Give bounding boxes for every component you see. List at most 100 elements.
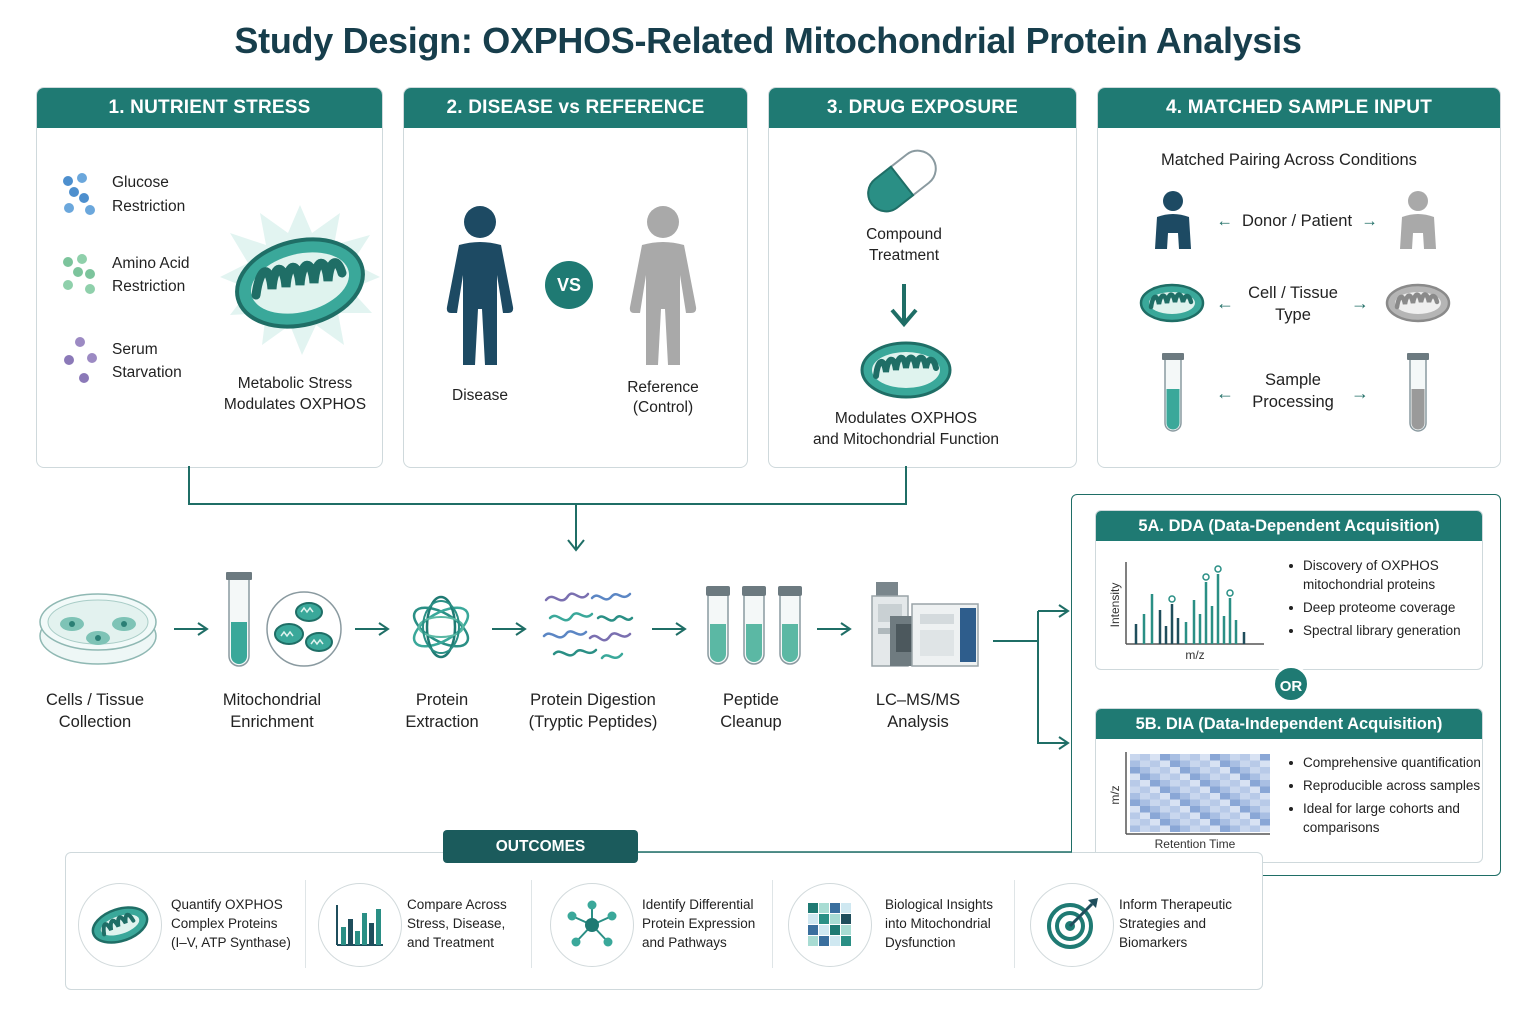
outcome-line: Strategies and [1119, 916, 1207, 931]
mitochondrion-icon [91, 906, 149, 944]
heatmap-cell [1160, 825, 1170, 832]
heatmap-cell [1180, 799, 1190, 806]
heatmap-cell [1140, 799, 1150, 806]
workflow-arrow-5 [817, 622, 852, 636]
heatmap-cell [1260, 786, 1270, 793]
dia-bullet: Ideal for large cohorts and comparisons [1289, 799, 1481, 837]
heatmap-cell [1260, 793, 1270, 800]
heatmap-cell [1220, 754, 1230, 761]
tube-grey-icon [1407, 353, 1429, 432]
outcome-line: Compare Across [407, 897, 507, 912]
heatmap-cell [1260, 760, 1270, 767]
metabolic-caption-1: Metabolic Stress [237, 375, 353, 392]
step-line1: Peptide [723, 691, 779, 709]
mitochondrion-small-icon [1139, 283, 1205, 323]
heatmap-cell [1170, 754, 1180, 761]
heatmap-cell [1150, 793, 1160, 800]
step-line1: Mitochondrial [222, 691, 322, 709]
outcome-line: Inform Therapeutic [1119, 897, 1233, 912]
heatmap-cell [1170, 786, 1180, 793]
heatmap-cell [1240, 754, 1250, 761]
heatmap-cell [1130, 825, 1140, 832]
heatmap-cell [1130, 799, 1140, 806]
reference-label-1: Reference [627, 379, 699, 396]
heatmap-cell [1160, 806, 1170, 813]
heatmap-cell [1130, 780, 1140, 787]
heatmap-cell [1140, 825, 1150, 832]
heatmap-cell [1200, 825, 1210, 832]
heatmap-cell [1230, 825, 1240, 832]
heatmap-cell [1180, 760, 1190, 767]
heatmap-icon [808, 903, 851, 946]
capsule-icon [867, 149, 937, 213]
heatmap-cell [1250, 793, 1260, 800]
tube-teal-icon [1162, 353, 1184, 432]
dda-heading: 5A. DDA (Data-Dependent Acquisition) [1096, 511, 1482, 541]
dda-bullet: Discovery of OXPHOS mitochondrial protei… [1289, 556, 1479, 594]
heatmap-cell [1210, 819, 1220, 826]
outcome-line: Protein Expression [642, 916, 756, 931]
acquisition-frame [1071, 494, 1501, 876]
heatmap-cell [1160, 754, 1170, 761]
left-arrow-icon: ← [1216, 212, 1233, 230]
heatmap-cell [1150, 773, 1160, 780]
dia-heatmap-chart [1125, 752, 1270, 835]
heatmap-cell [1240, 780, 1250, 787]
right-arrow-icon: → [1361, 212, 1378, 230]
down-arrow-icon [890, 284, 918, 328]
heatmap-cell [1170, 767, 1180, 774]
heatmap-cell [1200, 786, 1210, 793]
heatmap-cell [1220, 825, 1230, 832]
outcome-divider [1014, 880, 1015, 968]
panel-heading: 1. NUTRIENT STRESS [37, 88, 382, 128]
heatmap-cell [1130, 773, 1140, 780]
heatmap-cell [1150, 786, 1160, 793]
heatmap-cell [1260, 819, 1270, 826]
right-arrow-icon: → [1351, 383, 1369, 403]
heatmap-cell [1260, 773, 1270, 780]
heatmap-cell [1190, 793, 1200, 800]
dia-xlabel: Retention Time [1154, 837, 1236, 851]
matched-subtitle: Matched Pairing Across Conditions [1161, 151, 1417, 169]
outcome-line: and Pathways [642, 935, 727, 950]
heatmap-cell [1160, 786, 1170, 793]
serum-label-1: Serum [112, 341, 158, 358]
mitochondria-lens-icon [266, 591, 342, 667]
mitochondrion-grey-icon [1385, 283, 1451, 323]
heatmap-cell [1160, 760, 1170, 767]
vs-badge: VS [545, 261, 593, 309]
heatmap-cell [1190, 786, 1200, 793]
heatmap-cell [1170, 760, 1180, 767]
heatmap-cell [1140, 780, 1150, 787]
amino-acid-dots-icon [63, 254, 95, 294]
glucose-label-2: Restriction [112, 198, 186, 215]
donor-text: Donor / Patient [1241, 212, 1353, 230]
peptides-icon [542, 592, 634, 660]
heatmap-cell [1200, 793, 1210, 800]
heatmap-cell [1250, 767, 1260, 774]
heatmap-cell [1250, 806, 1260, 813]
heatmap-cell [1220, 806, 1230, 813]
heatmap-cell [1190, 754, 1200, 761]
workflow-arrow-4 [652, 622, 687, 636]
precursor-marker [1214, 565, 1222, 573]
heatmap-cell [1130, 812, 1140, 819]
outcomes-heading: OUTCOMES [443, 830, 638, 863]
heatmap-cell [1160, 780, 1170, 787]
heatmap-cell [1250, 825, 1260, 832]
heatmap-cell [1220, 780, 1230, 787]
heatmap-cell [1140, 786, 1150, 793]
step-line2: Collection [58, 713, 132, 731]
heatmap-cell [1170, 806, 1180, 813]
outcome-line: (I–V, ATP Synthase) [171, 935, 291, 950]
dda-xlabel: m/z [1185, 648, 1205, 662]
heatmap-cell [1170, 819, 1180, 826]
step-line2: Extraction [405, 713, 479, 731]
dda-bullets: Discovery of OXPHOS mitochondrial protei… [1289, 556, 1479, 644]
heatmap-cell [1250, 760, 1260, 767]
